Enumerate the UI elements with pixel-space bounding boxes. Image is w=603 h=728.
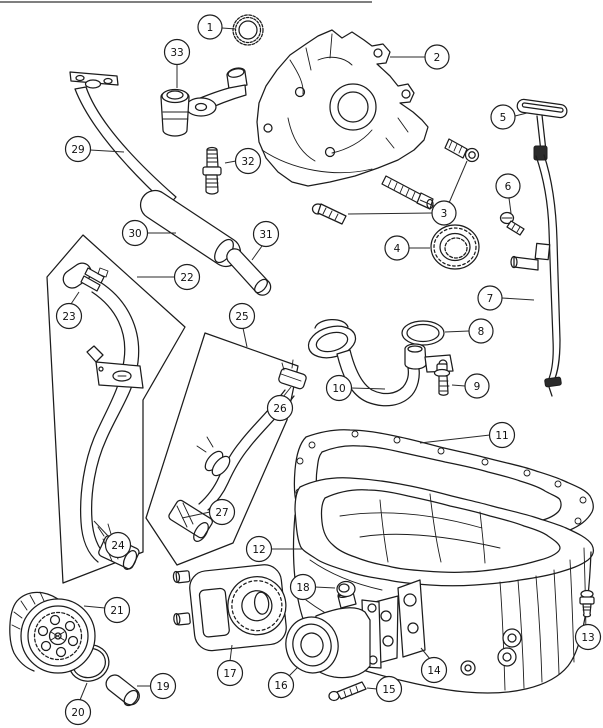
part-dipstick-tube-drawing <box>510 154 562 397</box>
part-bolts-drawing <box>311 138 480 225</box>
part-cap-drawing <box>105 674 140 707</box>
svg-text:22: 22 <box>180 272 193 284</box>
svg-text:4: 4 <box>394 243 401 255</box>
callout-balloons: 1 2 3 4 5 6 7 8 9 10 11 12 13 14 15 16 1… <box>55 14 602 726</box>
svg-text:6: 6 <box>505 181 512 193</box>
part-oil-pan-drawing <box>292 477 594 694</box>
callout-8: 8 <box>468 318 494 344</box>
svg-text:25: 25 <box>235 311 248 323</box>
svg-text:13: 13 <box>581 632 594 644</box>
svg-text:33: 33 <box>170 47 183 59</box>
part-stud-drawing <box>202 146 222 195</box>
part-bag-22-outline <box>46 234 186 584</box>
part-tube-screw-drawing <box>499 211 525 236</box>
part-hose-26-drawing <box>168 359 307 542</box>
svg-text:5: 5 <box>500 112 507 124</box>
part-seal-ring-drawing <box>232 14 264 46</box>
part-bag-25-outline <box>145 332 299 566</box>
part-small-sleeve-drawing <box>226 248 272 296</box>
svg-text:17: 17 <box>223 668 236 680</box>
part-oil-cooler-drawing <box>172 564 287 652</box>
callout-25: 25 <box>228 302 256 330</box>
callout-26: 26 <box>266 394 294 422</box>
svg-text:2: 2 <box>434 52 441 64</box>
callout-30: 30 <box>121 219 149 247</box>
svg-text:12: 12 <box>252 544 265 556</box>
svg-text:18: 18 <box>296 582 309 594</box>
callout-6: 6 <box>495 173 521 199</box>
svg-text:31: 31 <box>259 229 272 241</box>
svg-text:26: 26 <box>273 403 287 415</box>
callout-7: 7 <box>477 285 503 311</box>
callout-23: 23 <box>55 302 83 330</box>
svg-text:30: 30 <box>128 228 141 240</box>
svg-text:8: 8 <box>478 326 485 338</box>
callout-9: 9 <box>464 373 490 399</box>
part-crank-seal-drawing <box>430 224 480 270</box>
part-oil-filter-drawing <box>9 591 96 674</box>
part-oil-tube-drawing <box>69 71 177 207</box>
callout-19: 19 <box>149 672 177 700</box>
callout-31: 31 <box>252 220 280 248</box>
leader-lines <box>70 27 535 701</box>
callout-20: 20 <box>64 698 92 726</box>
callout-16: 16 <box>267 671 295 699</box>
callout-21: 21 <box>103 596 131 624</box>
callout-13: 13 <box>574 623 602 651</box>
svg-text:24: 24 <box>111 540 125 552</box>
svg-text:27: 27 <box>215 507 228 519</box>
callout-4: 4 <box>384 235 410 261</box>
svg-text:3: 3 <box>441 208 448 220</box>
callout-33: 33 <box>163 38 191 66</box>
part-pan-plug-drawing <box>336 580 356 598</box>
svg-text:7: 7 <box>487 293 494 305</box>
part-pickup-tube-drawing <box>307 319 454 407</box>
part-inlet-fitting-drawing <box>160 67 248 137</box>
svg-text:15: 15 <box>382 684 395 696</box>
callout-24: 24 <box>104 531 132 559</box>
callout-11: 11 <box>488 421 516 449</box>
part-heat-shield-sleeve-drawing <box>139 189 242 268</box>
svg-text:32: 32 <box>241 156 254 168</box>
part-bracket-plates-drawing <box>374 579 426 664</box>
callout-3: 3 <box>431 200 457 226</box>
svg-text:20: 20 <box>71 707 84 719</box>
callout-2: 2 <box>424 44 450 70</box>
callout-18: 18 <box>289 573 317 601</box>
callout-32: 32 <box>234 147 262 175</box>
part-dipstick-drawing <box>516 98 568 161</box>
callout-5: 5 <box>490 104 516 130</box>
svg-text:21: 21 <box>110 605 123 617</box>
part-pickup-bolt-drawing <box>433 363 451 396</box>
svg-text:14: 14 <box>427 665 441 677</box>
callout-1: 1 <box>197 14 223 40</box>
callout-14: 14 <box>420 656 448 684</box>
callout-10: 10 <box>325 374 353 402</box>
svg-text:23: 23 <box>62 311 75 323</box>
part-filter-adapter-drawing <box>285 590 382 679</box>
svg-text:16: 16 <box>274 680 288 692</box>
svg-text:11: 11 <box>495 430 508 442</box>
part-plug-sensor-drawing <box>579 589 595 618</box>
callout-22: 22 <box>173 263 201 291</box>
part-adapter-bolt-drawing <box>328 681 367 702</box>
part-oil-pump-drawing <box>256 29 429 187</box>
callout-12: 12 <box>245 535 273 563</box>
svg-text:10: 10 <box>332 383 345 395</box>
callout-29: 29 <box>64 135 92 163</box>
svg-text:9: 9 <box>474 381 481 393</box>
svg-text:1: 1 <box>207 22 214 34</box>
svg-text:19: 19 <box>156 681 169 693</box>
callout-17: 17 <box>216 659 244 687</box>
part-oring-drawing <box>401 320 445 346</box>
svg-text:29: 29 <box>71 144 84 156</box>
callout-15: 15 <box>375 675 403 703</box>
callout-27: 27 <box>208 498 236 526</box>
